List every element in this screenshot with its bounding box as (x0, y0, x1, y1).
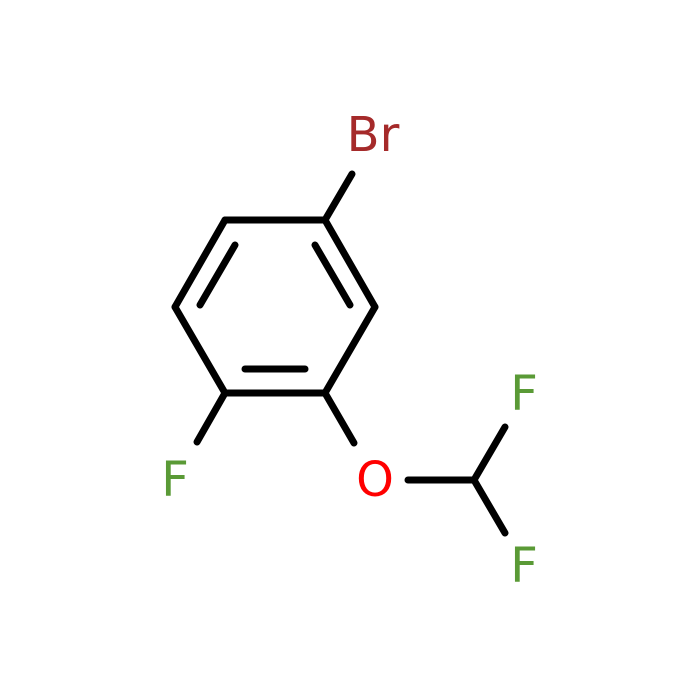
bond-c-f (193, 389, 229, 446)
ring-bond-lower-left (171, 303, 229, 397)
atom-label-o: O (356, 452, 394, 508)
atom-label-f-bottom: F (510, 538, 538, 594)
bond-c-br (321, 170, 356, 224)
atom-label-f-ring: F (161, 452, 189, 508)
bond-ch-f-top (470, 423, 509, 484)
ring-bond-lower-right (321, 303, 379, 397)
double-bond-inner-right (311, 241, 354, 309)
bond-c-o (321, 389, 358, 447)
ring-bond-upper-left (171, 216, 229, 311)
double-bond-inner-left (196, 241, 239, 309)
bond-ch-f-bottom (470, 476, 509, 537)
atom-label-br: Br (347, 107, 400, 163)
atom-label-f-top: F (510, 366, 538, 422)
ring-bond-upper-right (321, 216, 379, 311)
